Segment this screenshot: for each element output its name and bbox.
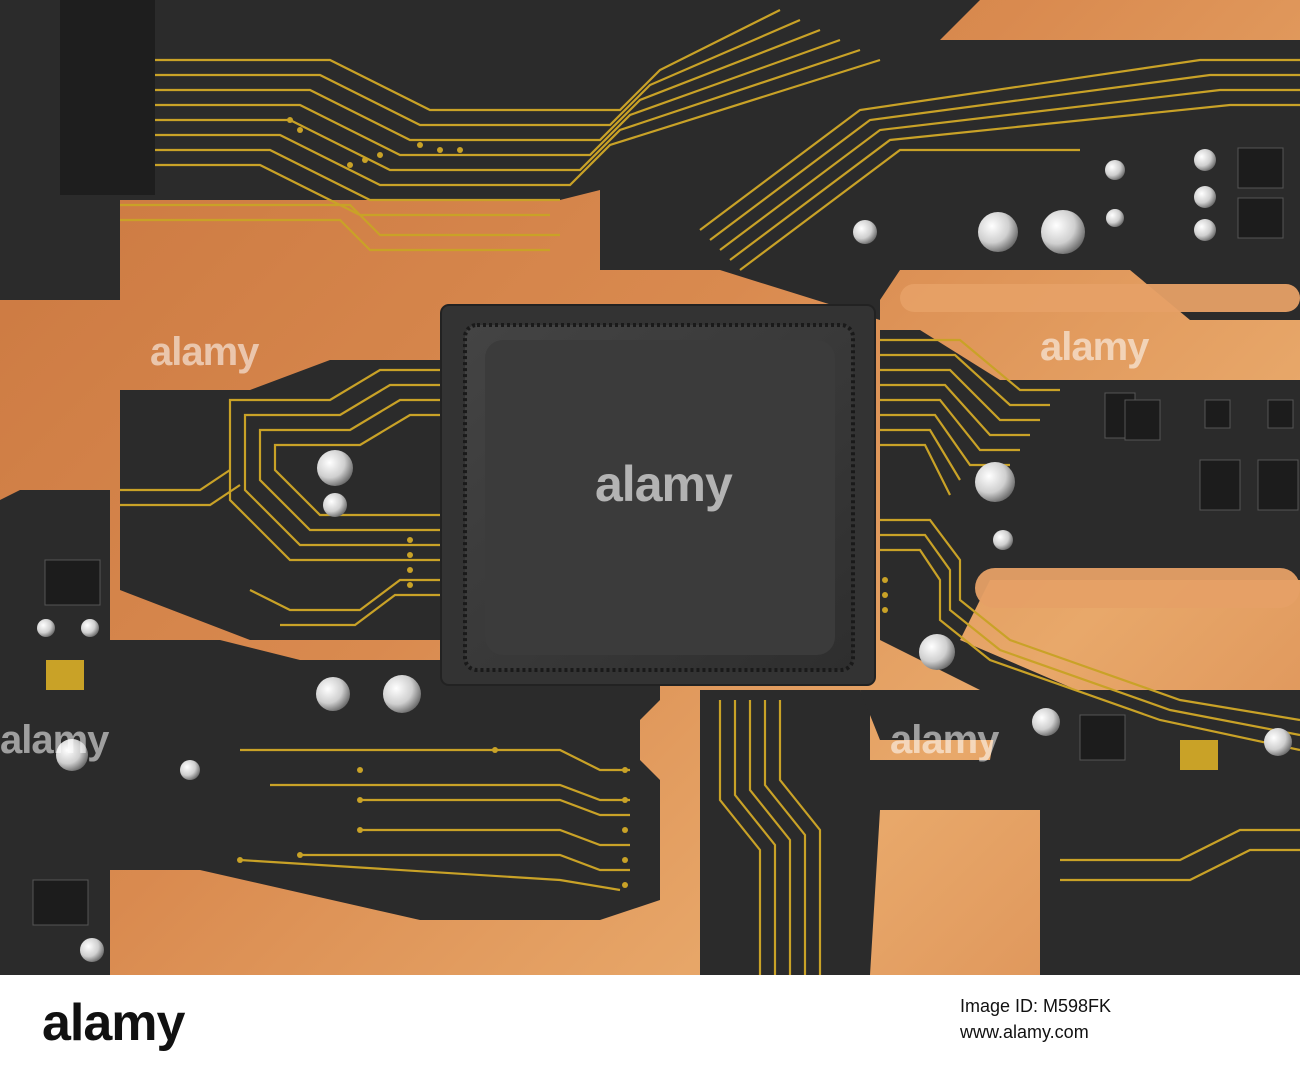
small-components bbox=[32, 147, 1299, 926]
site-url-text: www.alamy.com bbox=[960, 1022, 1089, 1042]
cpu-chip bbox=[440, 304, 876, 686]
watermark-center: alamy bbox=[595, 456, 733, 512]
watermark-bottom-left: alamy bbox=[0, 718, 109, 762]
copper-inlets bbox=[0, 0, 1300, 608]
capacitors bbox=[37, 149, 1292, 962]
circuit-board-drawing bbox=[0, 0, 1300, 975]
footer-logo: alamy bbox=[42, 994, 185, 1052]
watermark-bottom-right: alamy bbox=[890, 718, 999, 762]
watermark-right: alamy bbox=[1040, 325, 1149, 369]
vias bbox=[237, 117, 888, 888]
circuit-board-image: alamy alamy alamy alamy alamy bbox=[0, 0, 1300, 975]
footer-image-info: Image ID: M598FK www.alamy.com bbox=[960, 993, 1111, 1045]
gold-traces bbox=[120, 9, 1300, 975]
footer-bar: alamy Image ID: M598FK www.alamy.com bbox=[0, 975, 1300, 1065]
connector-header bbox=[60, 0, 155, 195]
yellow-components bbox=[46, 660, 1218, 770]
image-id-text: Image ID: M598FK bbox=[960, 996, 1112, 1016]
watermark-left: alamy bbox=[150, 330, 259, 374]
